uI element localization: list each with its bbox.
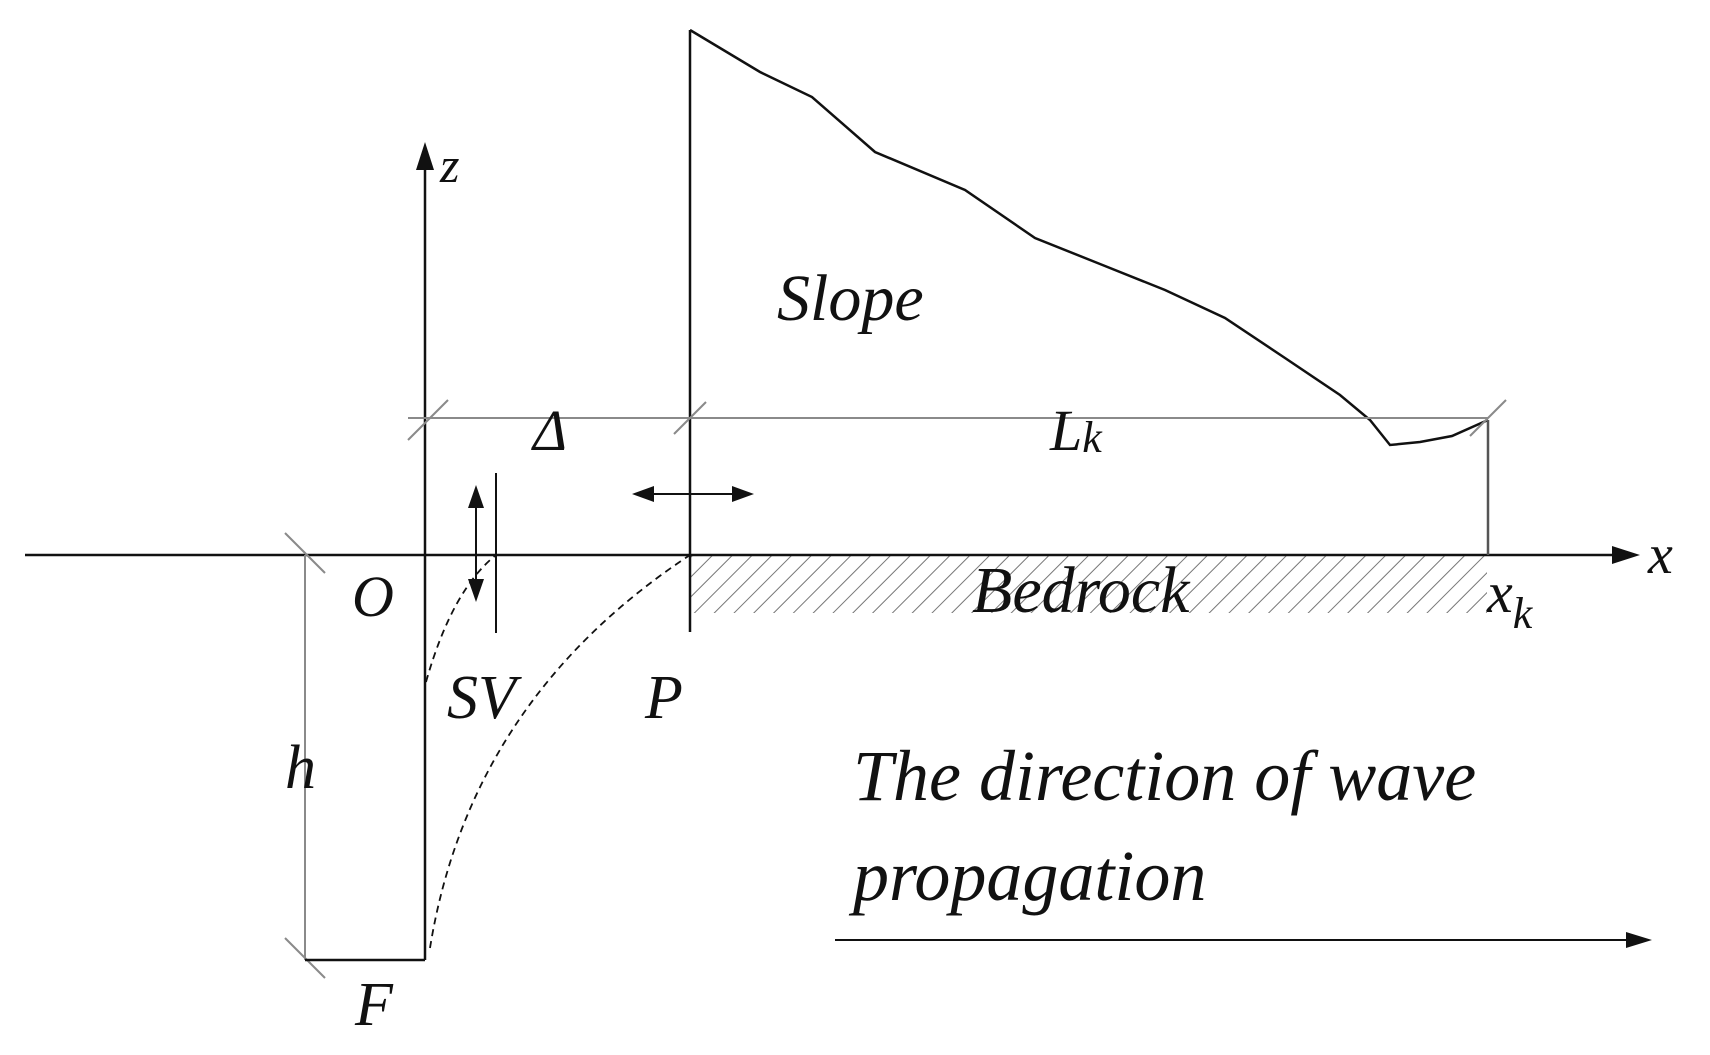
- horizontal-arrow-right-head: [732, 486, 754, 502]
- wave-direction-line2: propagation: [848, 836, 1206, 916]
- bedrock-region: [690, 555, 1487, 613]
- h-label: h: [285, 734, 316, 802]
- z-axis-arrowhead: [416, 142, 434, 170]
- f-label: F: [354, 971, 394, 1039]
- wavefront-curve-outer: [429, 554, 691, 949]
- sv-label: SV: [447, 664, 522, 732]
- xk-main: x: [1486, 560, 1513, 625]
- sv-arrow-up-head: [468, 485, 484, 508]
- xk-subscript: k: [1513, 589, 1534, 638]
- origin-label: O: [352, 564, 394, 629]
- xk-label: xk: [1486, 560, 1534, 638]
- z-axis-label: z: [439, 137, 459, 193]
- sv-arrow-down-head: [468, 579, 484, 602]
- bedrock-label: Bedrock: [972, 554, 1191, 627]
- wave-direction-line1: The direction of wave: [853, 736, 1476, 816]
- lk-label: Lk: [1049, 398, 1103, 463]
- slope-label: Slope: [777, 262, 924, 335]
- p-label: P: [644, 664, 683, 732]
- slope-surface: [689, 28, 1489, 447]
- delta-label: Δ: [531, 398, 567, 463]
- h-dim-tick-bottom: [284, 937, 326, 979]
- dim-tick-p: [673, 401, 707, 435]
- lk-subscript: k: [1082, 413, 1103, 462]
- wavefront-curve-inner: [425, 554, 497, 683]
- dim-tick-xk: [1469, 399, 1507, 437]
- x-axis-label: x: [1647, 524, 1673, 586]
- lk-main: L: [1049, 398, 1082, 463]
- x-axis-arrowhead: [1612, 546, 1640, 564]
- dim-tick-origin: [407, 399, 449, 441]
- h-dim-tick-top: [284, 532, 326, 574]
- wave-propagation-arrowhead: [1626, 932, 1652, 948]
- horizontal-arrow-left-head: [632, 486, 654, 502]
